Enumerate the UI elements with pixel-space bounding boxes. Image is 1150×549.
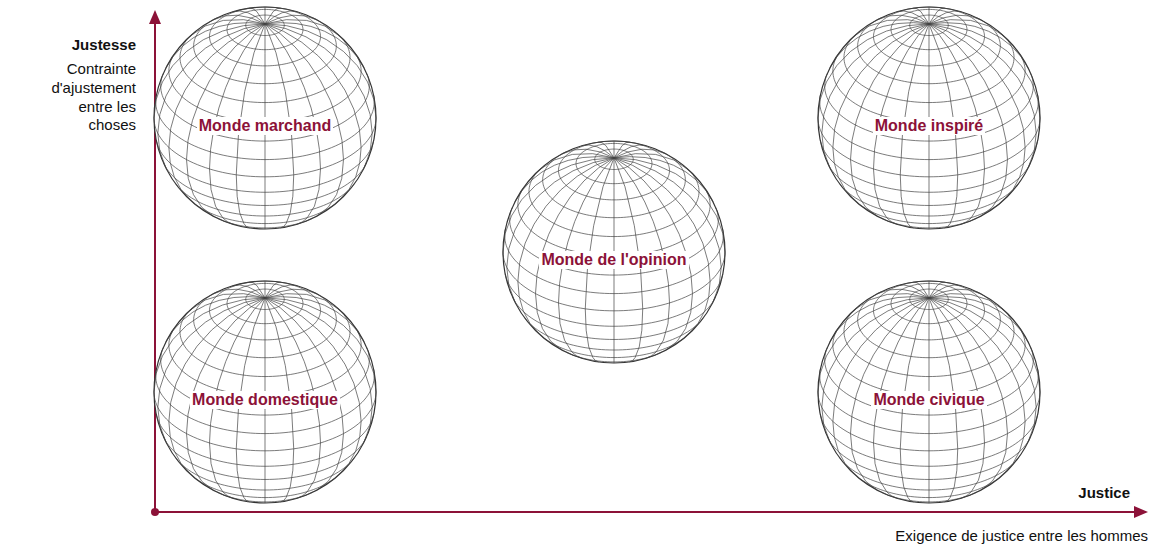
world-label: Monde marchand	[197, 117, 333, 135]
world-label: Monde inspiré	[873, 117, 985, 135]
world-globe: Monde civique	[817, 280, 1041, 504]
axis-arrowhead	[149, 10, 161, 24]
globe-graticule	[154, 281, 376, 503]
world-label: Monde domestique	[190, 391, 340, 409]
globe-graticule	[154, 7, 376, 229]
vertical-axis	[154, 20, 156, 512]
world-globe: Monde domestique	[153, 280, 377, 504]
axis-label: Justice	[1078, 484, 1130, 503]
world-globe: Monde de l'opinion	[502, 140, 726, 364]
axis-arrowhead	[1134, 506, 1148, 518]
globe-graticule	[818, 281, 1040, 503]
globe-outline	[503, 141, 725, 363]
globe-graticule	[818, 7, 1040, 229]
globe-graticule	[503, 141, 725, 363]
axis-label: Justesse	[72, 36, 136, 55]
globe-outline	[818, 281, 1040, 503]
world-label: Monde de l'opinion	[539, 251, 688, 269]
globe-outline	[154, 7, 376, 229]
axis-label: Contrainte d'ajustement entre les choses	[36, 60, 136, 135]
axis-origin	[151, 508, 159, 516]
globe-outline	[818, 7, 1040, 229]
world-label: Monde civique	[871, 391, 986, 409]
globe-outline	[154, 281, 376, 503]
axis-label: Exigence de justice entre les hommes	[895, 527, 1148, 546]
horizontal-axis	[155, 511, 1138, 513]
world-globe: Monde inspiré	[817, 6, 1041, 230]
world-globe: Monde marchand	[153, 6, 377, 230]
